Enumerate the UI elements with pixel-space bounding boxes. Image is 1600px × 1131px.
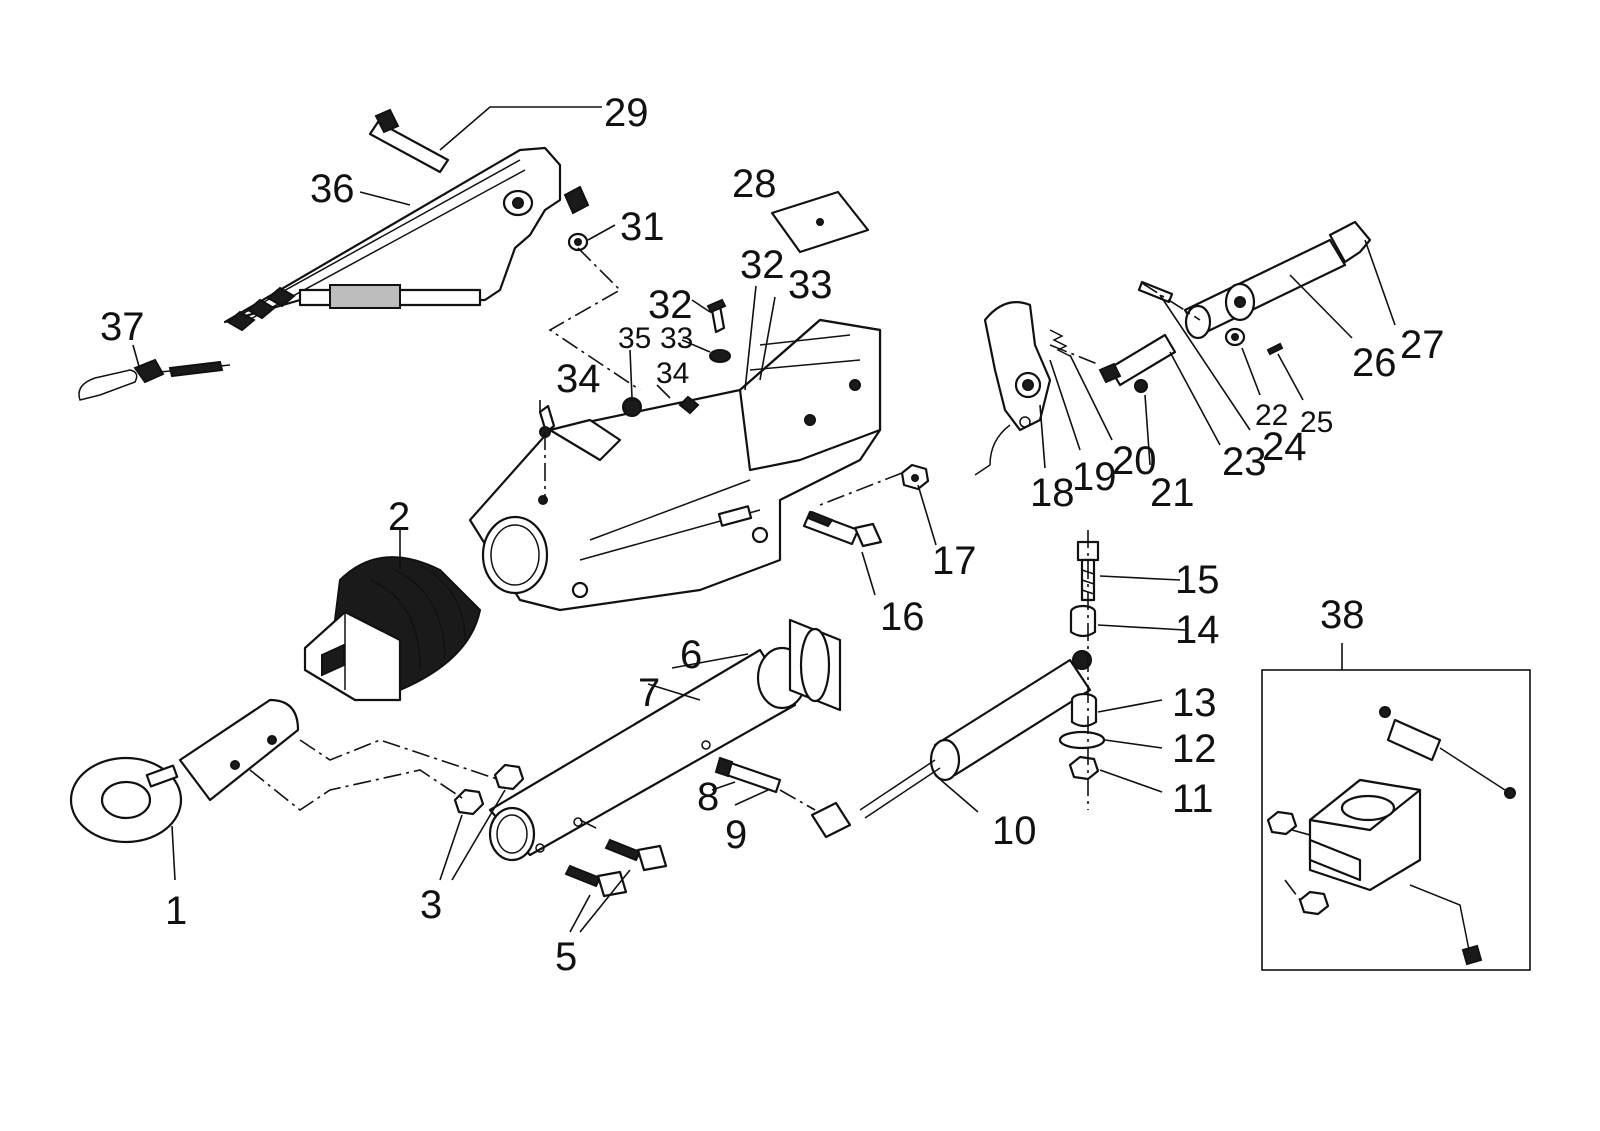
- callout-26: 26: [1352, 341, 1397, 385]
- callout-20: 20: [1112, 439, 1157, 483]
- callout-16: 16: [880, 595, 925, 639]
- callout-34b: 34: [656, 357, 689, 390]
- part-38-clamp: [1266, 706, 1516, 966]
- callout-14: 14: [1175, 608, 1220, 652]
- callout-9: 9: [725, 813, 747, 857]
- part-18-lever: [974, 301, 1052, 476]
- callout-18: 18: [1030, 471, 1075, 515]
- callout-17: 17: [932, 539, 977, 583]
- part-21-nut: [1134, 379, 1148, 393]
- callout-37: 37: [100, 305, 145, 349]
- callout-19: 19: [1072, 455, 1117, 499]
- part-11-nut: [1068, 755, 1100, 781]
- part-3-nuts: [453, 763, 525, 816]
- part-32-bolt: [706, 298, 727, 334]
- part-23-pin-assembly: [1098, 333, 1177, 387]
- part-17-nut: [900, 463, 930, 491]
- part-22-washer: [1224, 327, 1246, 347]
- callout-11: 11: [1172, 777, 1214, 821]
- callout-33b: 33: [788, 263, 833, 307]
- part-25-pin: [1266, 342, 1284, 356]
- callout-7: 7: [638, 671, 660, 715]
- callout-32b: 32: [740, 243, 785, 287]
- assembly-lines: [132, 106, 1396, 933]
- callout-10: 10: [992, 809, 1037, 853]
- part-26-tube: [1183, 238, 1347, 340]
- callout-23: 23: [1222, 440, 1267, 484]
- callout-25: 25: [1300, 406, 1333, 439]
- callout-31: 31: [620, 205, 665, 249]
- callout-35: 35: [618, 322, 651, 355]
- callouts: 29 36 31 37 28 32 32 33 35 33 34 34 2 17…: [100, 91, 1445, 979]
- part-10-damper: [810, 650, 1092, 839]
- part-27-bracket: [1328, 220, 1372, 264]
- part-5-bolts: [564, 838, 668, 898]
- part-31-washer: [567, 232, 589, 252]
- main-housing: [468, 318, 882, 612]
- part-35-nut: [622, 397, 642, 417]
- callout-2: 2: [388, 495, 410, 539]
- callout-29: 29: [604, 91, 649, 135]
- callout-34a: 34: [556, 357, 601, 401]
- part-29-bolt: [368, 108, 450, 174]
- callout-32a: 32: [648, 283, 693, 327]
- callout-13: 13: [1172, 681, 1217, 725]
- part-14-bushing: [1069, 604, 1097, 638]
- part-36-handbrake-lever: [223, 146, 590, 332]
- part-13-bushing: [1070, 692, 1098, 728]
- callout-22: 22: [1255, 399, 1288, 432]
- callout-12: 12: [1172, 727, 1217, 771]
- callout-27: 27: [1400, 323, 1445, 367]
- part-8-pin: [714, 756, 782, 794]
- part-38-frame: [1261, 669, 1531, 971]
- callout-1: 1: [165, 889, 187, 933]
- callout-38: 38: [1320, 593, 1365, 637]
- callout-8: 8: [697, 775, 719, 819]
- part-20-spring: [1049, 329, 1071, 357]
- callout-33a: 33: [660, 322, 693, 355]
- callout-5: 5: [555, 935, 577, 979]
- callout-24: 24: [1262, 425, 1307, 469]
- part-1-tow-eye: [69, 698, 300, 844]
- part-12-washer: [1058, 730, 1106, 750]
- callout-28: 28: [732, 162, 777, 206]
- callout-21: 21: [1150, 471, 1195, 515]
- callout-15: 15: [1175, 558, 1220, 602]
- part-2-bellows: [303, 556, 482, 702]
- callout-36: 36: [310, 167, 355, 211]
- part-6-flange: [799, 627, 831, 703]
- part-33-washer: [709, 349, 731, 363]
- part-15-bolt: [1076, 540, 1100, 602]
- part-37-clip: [78, 358, 231, 401]
- callout-3: 3: [420, 883, 442, 927]
- part-28-plate: [770, 190, 870, 254]
- part-7-drawbar-tube: [488, 618, 842, 862]
- part-16-bolt: [802, 510, 883, 548]
- callout-6: 6: [680, 633, 702, 677]
